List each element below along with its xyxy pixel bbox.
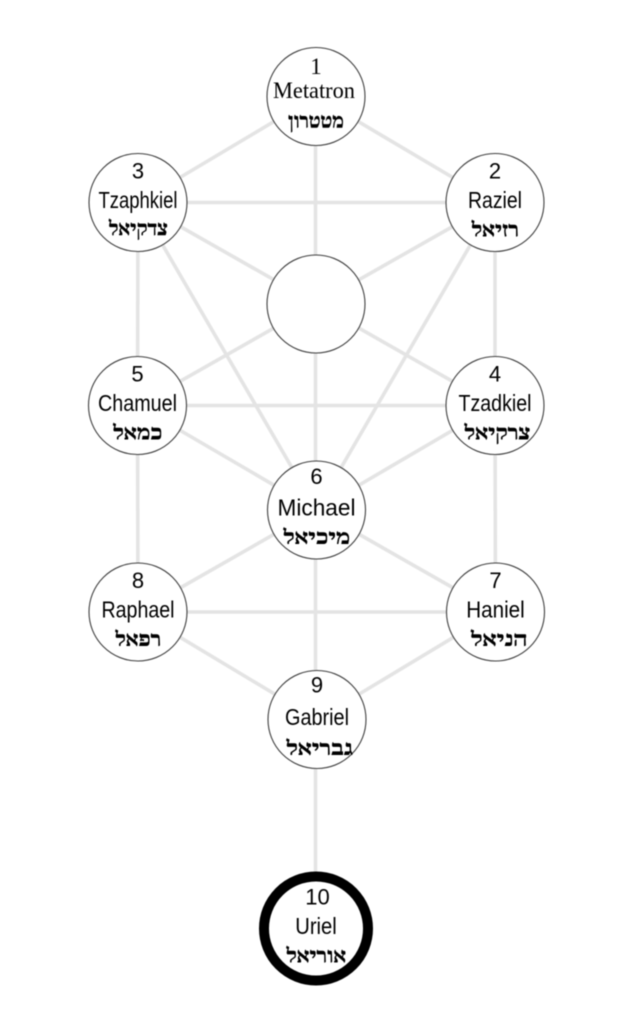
svg-text:Haniel: Haniel [466, 597, 525, 623]
svg-text:9: 9 [311, 673, 323, 698]
svg-text:4: 4 [489, 362, 501, 387]
svg-text:Chamuel: Chamuel [98, 390, 177, 416]
svg-text:3: 3 [132, 159, 144, 184]
svg-text:Tzadkiel: Tzadkiel [459, 390, 532, 416]
svg-text:5: 5 [131, 362, 143, 387]
svg-text:Raphael: Raphael [102, 597, 175, 623]
svg-text:2: 2 [489, 159, 501, 184]
svg-text:8: 8 [132, 568, 144, 593]
svg-text:Michael: Michael [278, 495, 356, 521]
svg-text:Gabriel: Gabriel [285, 704, 349, 730]
svg-text:Raziel: Raziel [468, 187, 522, 213]
svg-text:10: 10 [305, 885, 329, 910]
svg-text:Tzaphkiel: Tzaphkiel [99, 187, 178, 213]
svg-text:Metatron: Metatron [273, 78, 355, 103]
svg-text:7: 7 [489, 568, 501, 593]
svg-text:6: 6 [310, 464, 322, 489]
svg-text:Uriel: Uriel [295, 913, 337, 939]
svg-text:1: 1 [310, 54, 322, 79]
